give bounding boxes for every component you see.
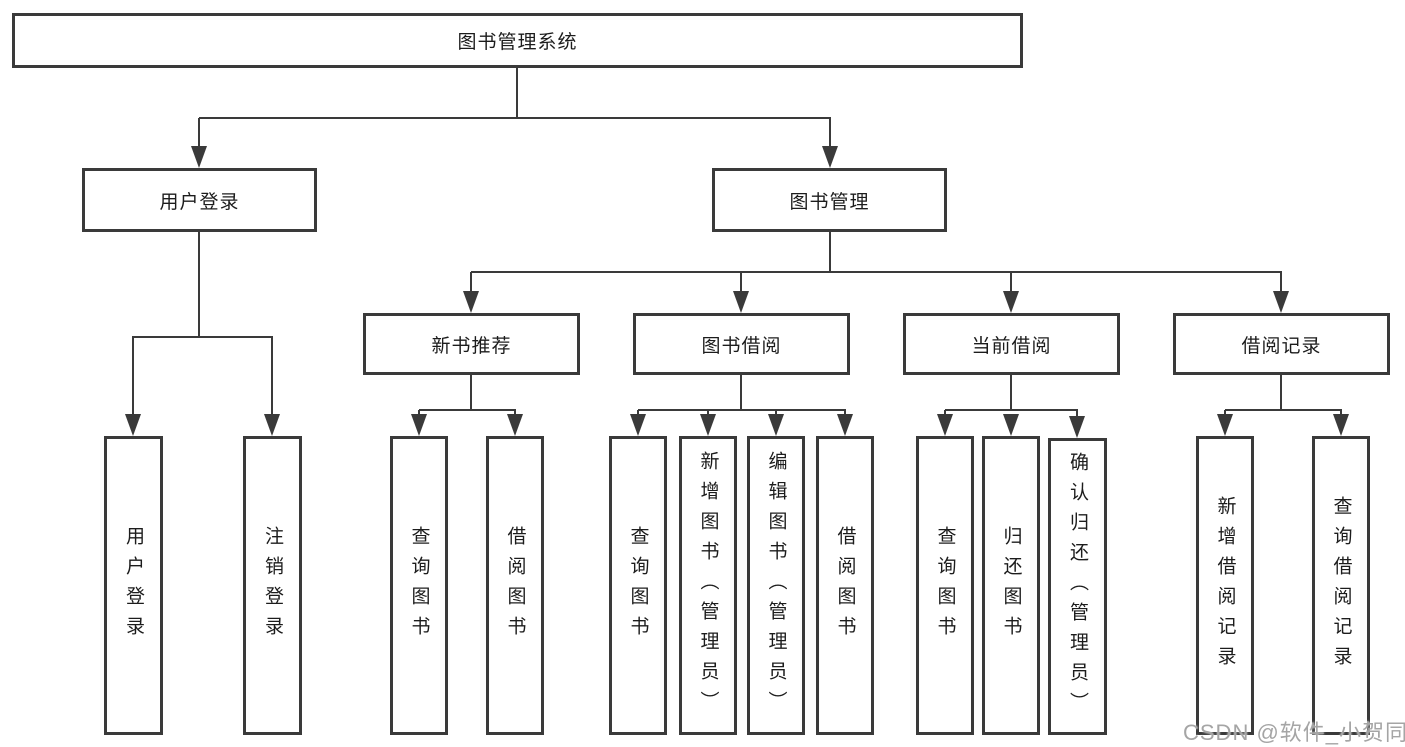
arrowhead-down: [768, 414, 784, 436]
leaf-return-books: 归还图书: [982, 436, 1040, 735]
arrowhead-down: [411, 414, 427, 436]
connector-line: [198, 232, 200, 337]
leaf-return-books-label: 归还图书: [1000, 525, 1022, 646]
node-root-label: 图书管理系统: [457, 32, 578, 53]
leaf-borrow-books-newbooks-label: 借阅图书: [504, 525, 526, 646]
connector-line: [419, 409, 516, 411]
connector-line: [740, 375, 742, 411]
leaf-confirm-return-admin: 确认归还（管理员）: [1048, 438, 1107, 735]
arrowhead-down: [1333, 414, 1349, 436]
arrowhead-down: [507, 414, 523, 436]
leaf-user-login-label: 用户登录: [123, 525, 144, 646]
leaf-edit-books-admin: 编辑图书（管理员）: [747, 436, 805, 735]
leaf-borrow-books: 借阅图书: [816, 436, 874, 735]
connector-line: [1225, 409, 1342, 411]
leaf-query-books-current: 查询图书: [916, 436, 974, 735]
leaf-borrow-books-newbooks: 借阅图书: [486, 436, 544, 735]
leaf-query-books-borrow: 查询图书: [609, 436, 667, 735]
node-book-management: 图书管理: [712, 168, 947, 232]
arrowhead-down: [463, 291, 479, 313]
arrowhead-down: [1217, 414, 1233, 436]
node-borrow-records: 借阅记录: [1173, 313, 1390, 375]
arrowhead-down: [1273, 291, 1289, 313]
arrowhead-down: [1003, 414, 1019, 436]
node-new-book-recommend-label: 新书推荐: [431, 335, 512, 357]
arrowhead-down: [191, 146, 207, 168]
leaf-logout-label: 注销登录: [262, 525, 283, 646]
leaf-query-books-newbooks-label: 查询图书: [408, 525, 430, 646]
node-borrow-records-label: 借阅记录: [1241, 335, 1322, 357]
connector-line: [470, 375, 472, 411]
connector-line: [1280, 272, 1282, 293]
connector-line: [1280, 375, 1282, 411]
connector-line: [198, 118, 200, 148]
connector-line: [829, 118, 831, 148]
connector-line: [829, 232, 831, 273]
leaf-add-books-admin-label: 新增图书（管理员）: [697, 450, 719, 721]
arrowhead-down: [1003, 291, 1019, 313]
arrowhead-down: [700, 414, 716, 436]
arrowhead-down: [125, 414, 141, 436]
arrowhead-down: [733, 291, 749, 313]
node-book-borrow: 图书借阅: [633, 313, 850, 375]
leaf-logout: 注销登录: [243, 436, 302, 735]
csdn-watermark: CSDN @软件_小贺同学: [1183, 720, 1405, 745]
node-user-login: 用户登录: [82, 168, 317, 232]
arrowhead-down: [630, 414, 646, 436]
connector-line: [271, 336, 273, 416]
arrowhead-down: [1069, 416, 1085, 438]
node-book-management-label: 图书管理: [789, 191, 870, 213]
leaf-user-login: 用户登录: [104, 436, 163, 735]
connector-line: [132, 336, 134, 416]
leaf-add-borrow-record: 新增借阅记录: [1196, 436, 1254, 735]
connector-line: [133, 336, 273, 338]
connector-line: [1010, 375, 1012, 411]
connector-line: [1076, 410, 1078, 418]
leaf-confirm-return-admin-label: 确认归还（管理员）: [1067, 451, 1088, 722]
leaf-query-borrow-record: 查询借阅记录: [1312, 436, 1370, 735]
node-current-borrow-label: 当前借阅: [971, 335, 1052, 357]
connector-line: [471, 271, 1282, 273]
leaf-edit-books-admin-label: 编辑图书（管理员）: [765, 450, 787, 721]
leaf-add-books-admin: 新增图书（管理员）: [679, 436, 737, 735]
node-book-borrow-label: 图书借阅: [701, 335, 782, 357]
arrowhead-down: [837, 414, 853, 436]
leaf-query-borrow-record-label: 查询借阅记录: [1330, 495, 1352, 676]
node-root: 图书管理系统: [12, 13, 1023, 68]
leaf-borrow-books-label: 借阅图书: [834, 525, 856, 646]
arrowhead-down: [264, 414, 280, 436]
node-current-borrow: 当前借阅: [903, 313, 1120, 375]
leaf-query-books-borrow-label: 查询图书: [627, 525, 649, 646]
node-new-book-recommend: 新书推荐: [363, 313, 580, 375]
connector-line: [470, 272, 472, 293]
connector-line: [638, 409, 846, 411]
leaf-add-borrow-record-label: 新增借阅记录: [1214, 495, 1236, 676]
arrowhead-down: [937, 414, 953, 436]
arrowhead-down: [822, 146, 838, 168]
connector-line: [740, 272, 742, 293]
connector-line: [199, 117, 831, 119]
node-user-login-label: 用户登录: [159, 191, 240, 213]
leaf-query-books-current-label: 查询图书: [934, 525, 956, 646]
leaf-query-books-newbooks: 查询图书: [390, 436, 448, 735]
connector-line: [516, 68, 518, 118]
connector-line: [1010, 272, 1012, 293]
connector-line: [945, 409, 1078, 411]
